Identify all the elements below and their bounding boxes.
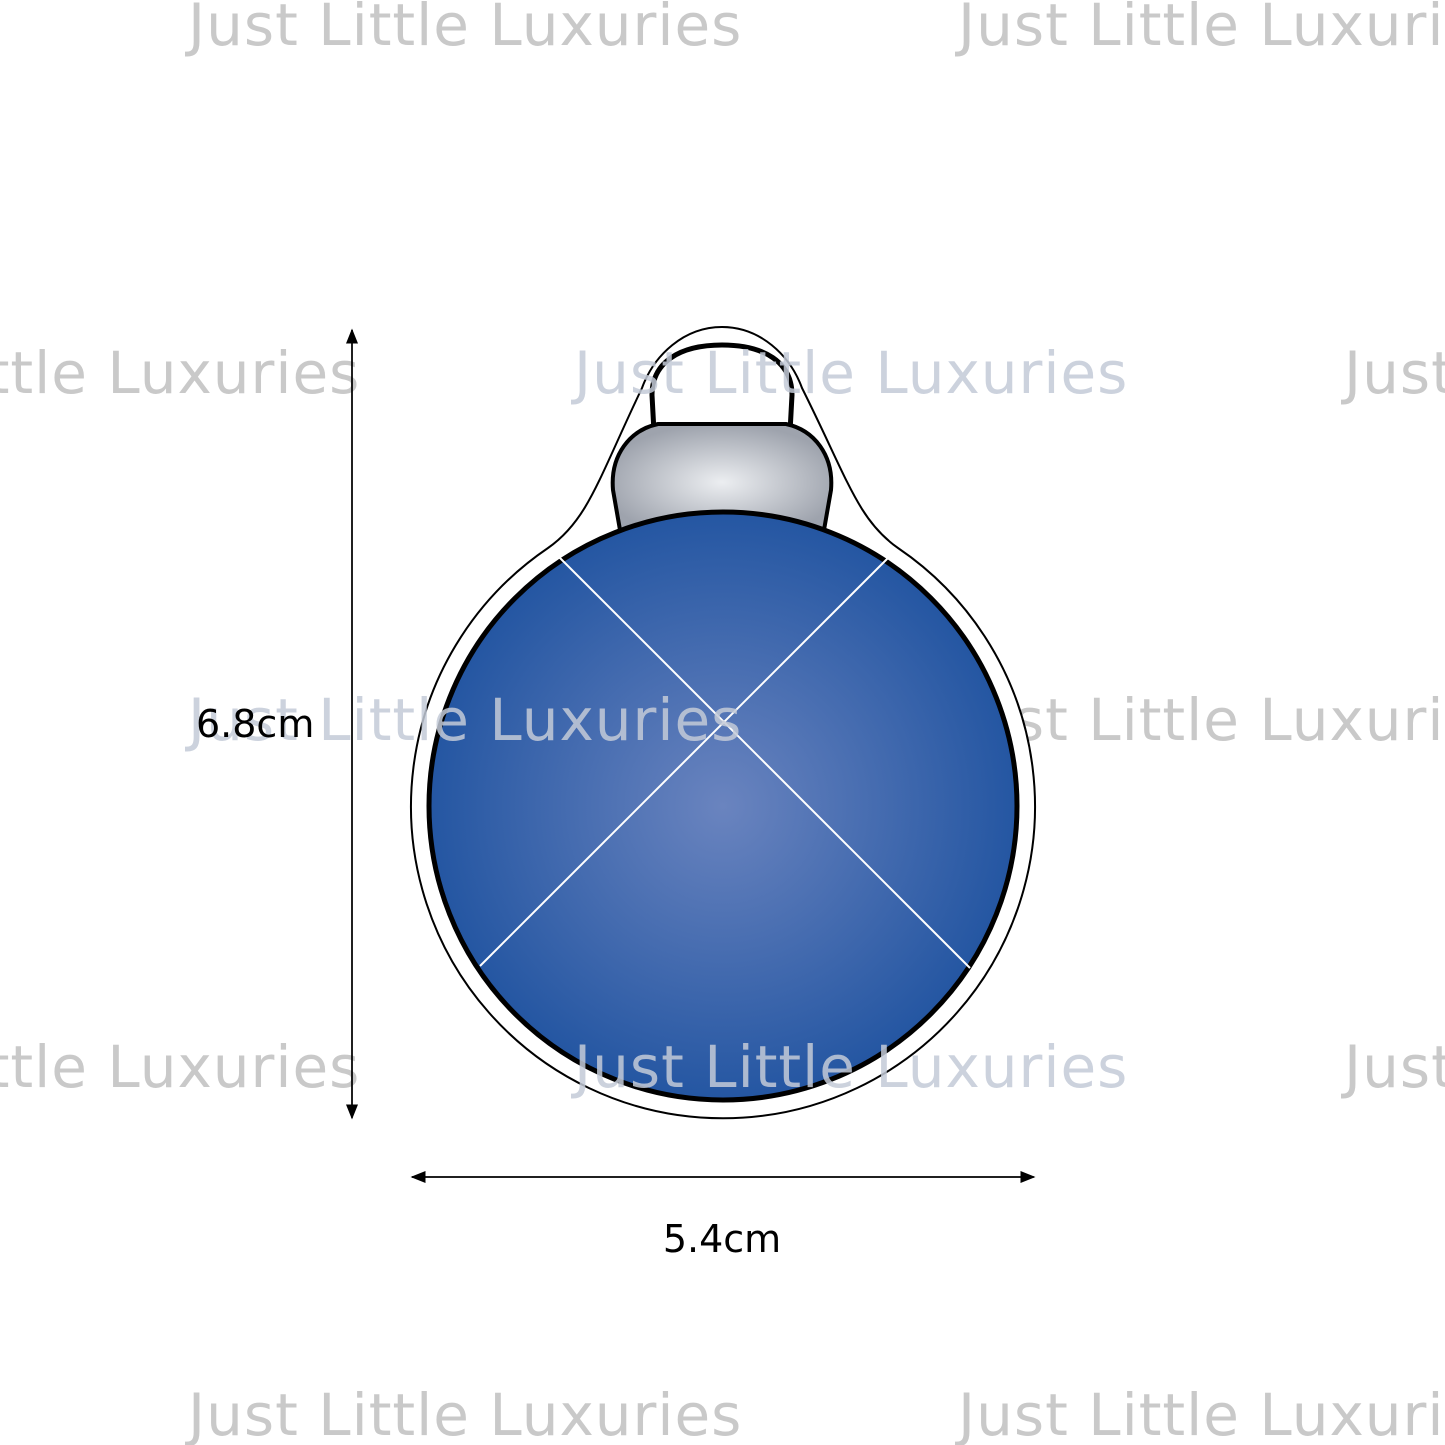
watermark-text: Just Little Luxuries: [185, 1381, 742, 1445]
width-label: 5.4cm: [663, 1217, 781, 1261]
watermark-text: Just Little Luxuries: [1341, 339, 1445, 407]
watermark-text: Just Little Luxuries: [0, 1033, 360, 1101]
hanging-loop: [649, 342, 795, 433]
watermark-text: Just Little Luxuries: [571, 339, 1128, 407]
watermark-text: Just Little Luxuries: [955, 0, 1445, 59]
watermark-text: Just Little Luxuries: [185, 686, 742, 754]
watermark-text: Just Little Luxuries: [0, 339, 360, 407]
watermark-overlay: Just Little Luxuries Just Little Luxurie…: [185, 339, 1128, 1101]
watermark-text: Just Little Luxuries: [185, 0, 742, 59]
ornament-bauble: [426, 509, 1020, 1103]
height-label: 6.8cm: [196, 702, 314, 746]
cross-line: [479, 557, 889, 967]
watermark-text: Just Little Luxuries: [955, 1381, 1445, 1445]
watermark-text: Just Little Luxuries: [955, 686, 1445, 754]
watermark-text: Just Little Luxuries: [571, 1033, 1128, 1101]
cross-line: [557, 555, 971, 969]
watermark-text: Just Little Luxuries: [1341, 1033, 1445, 1101]
ornament-cap: [610, 422, 834, 532]
